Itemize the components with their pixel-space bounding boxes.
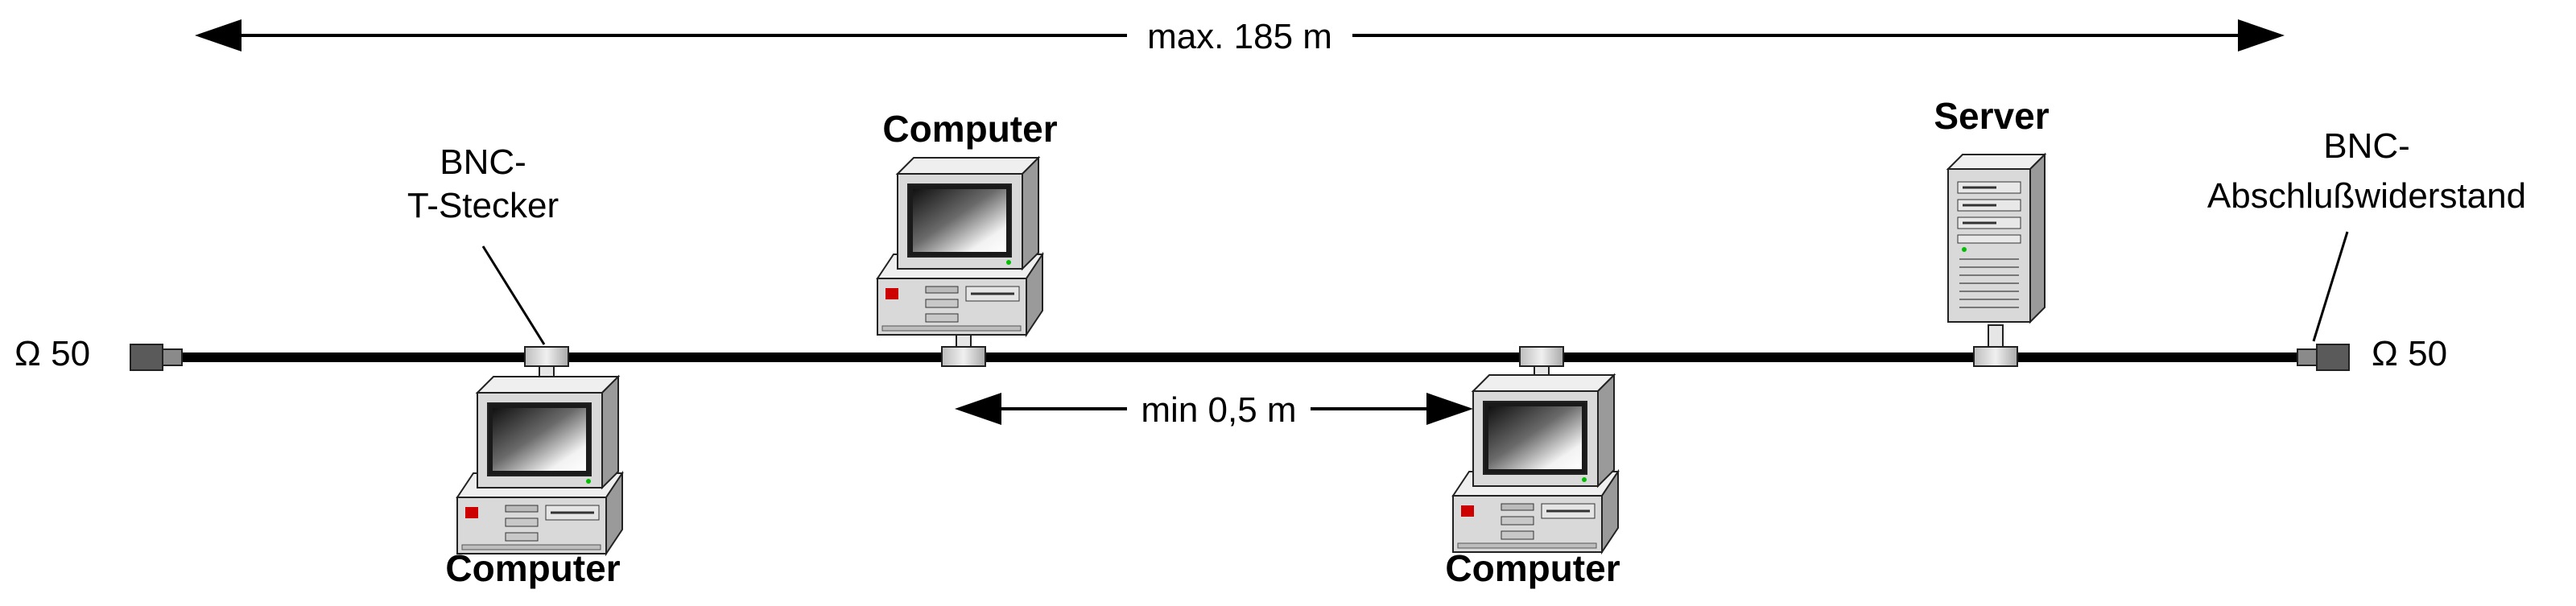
arrowhead-left-icon [195, 19, 242, 52]
node-label-computer-left: Computer [445, 547, 620, 589]
min-spacing-dimension: min 0,5 m [955, 390, 1473, 430]
t-connector-1 [524, 346, 569, 380]
arrowhead-left-icon [955, 393, 1001, 425]
arrowhead-right-icon [2238, 19, 2285, 52]
min-spacing-label: min 0,5 m [1141, 390, 1296, 430]
computer-icon [456, 375, 624, 555]
t-connector-leader-line [481, 245, 546, 345]
t-connector-4 [1973, 324, 2018, 367]
node-label-computer-right: Computer [1445, 547, 1620, 589]
t-connector-3 [1519, 346, 1564, 380]
node-label-server: Server [1934, 95, 2049, 137]
computer-icon [1451, 373, 1620, 554]
server-icon [1946, 153, 2046, 324]
terminator-label-line1: BNC- [2323, 126, 2410, 166]
computer-icon [876, 156, 1044, 336]
node-label-computer-top: Computer [882, 108, 1057, 150]
arrowhead-right-icon [1426, 393, 1473, 425]
terminator-leader-line [2312, 231, 2349, 342]
terminator-value-right: Ω 50 [2372, 334, 2447, 373]
terminator-left [130, 344, 183, 371]
max-length-dimension: max. 185 m [195, 17, 2285, 56]
terminator-value-left: Ω 50 [14, 334, 90, 373]
t-connector-label-line1: BNC- [440, 142, 526, 182]
terminator-right [2297, 344, 2350, 371]
t-connector-label-line2: T-Stecker [407, 186, 559, 225]
terminator-label-line2: Abschlußwiderstand [2207, 176, 2526, 216]
max-length-label: max. 185 m [1147, 17, 1332, 56]
